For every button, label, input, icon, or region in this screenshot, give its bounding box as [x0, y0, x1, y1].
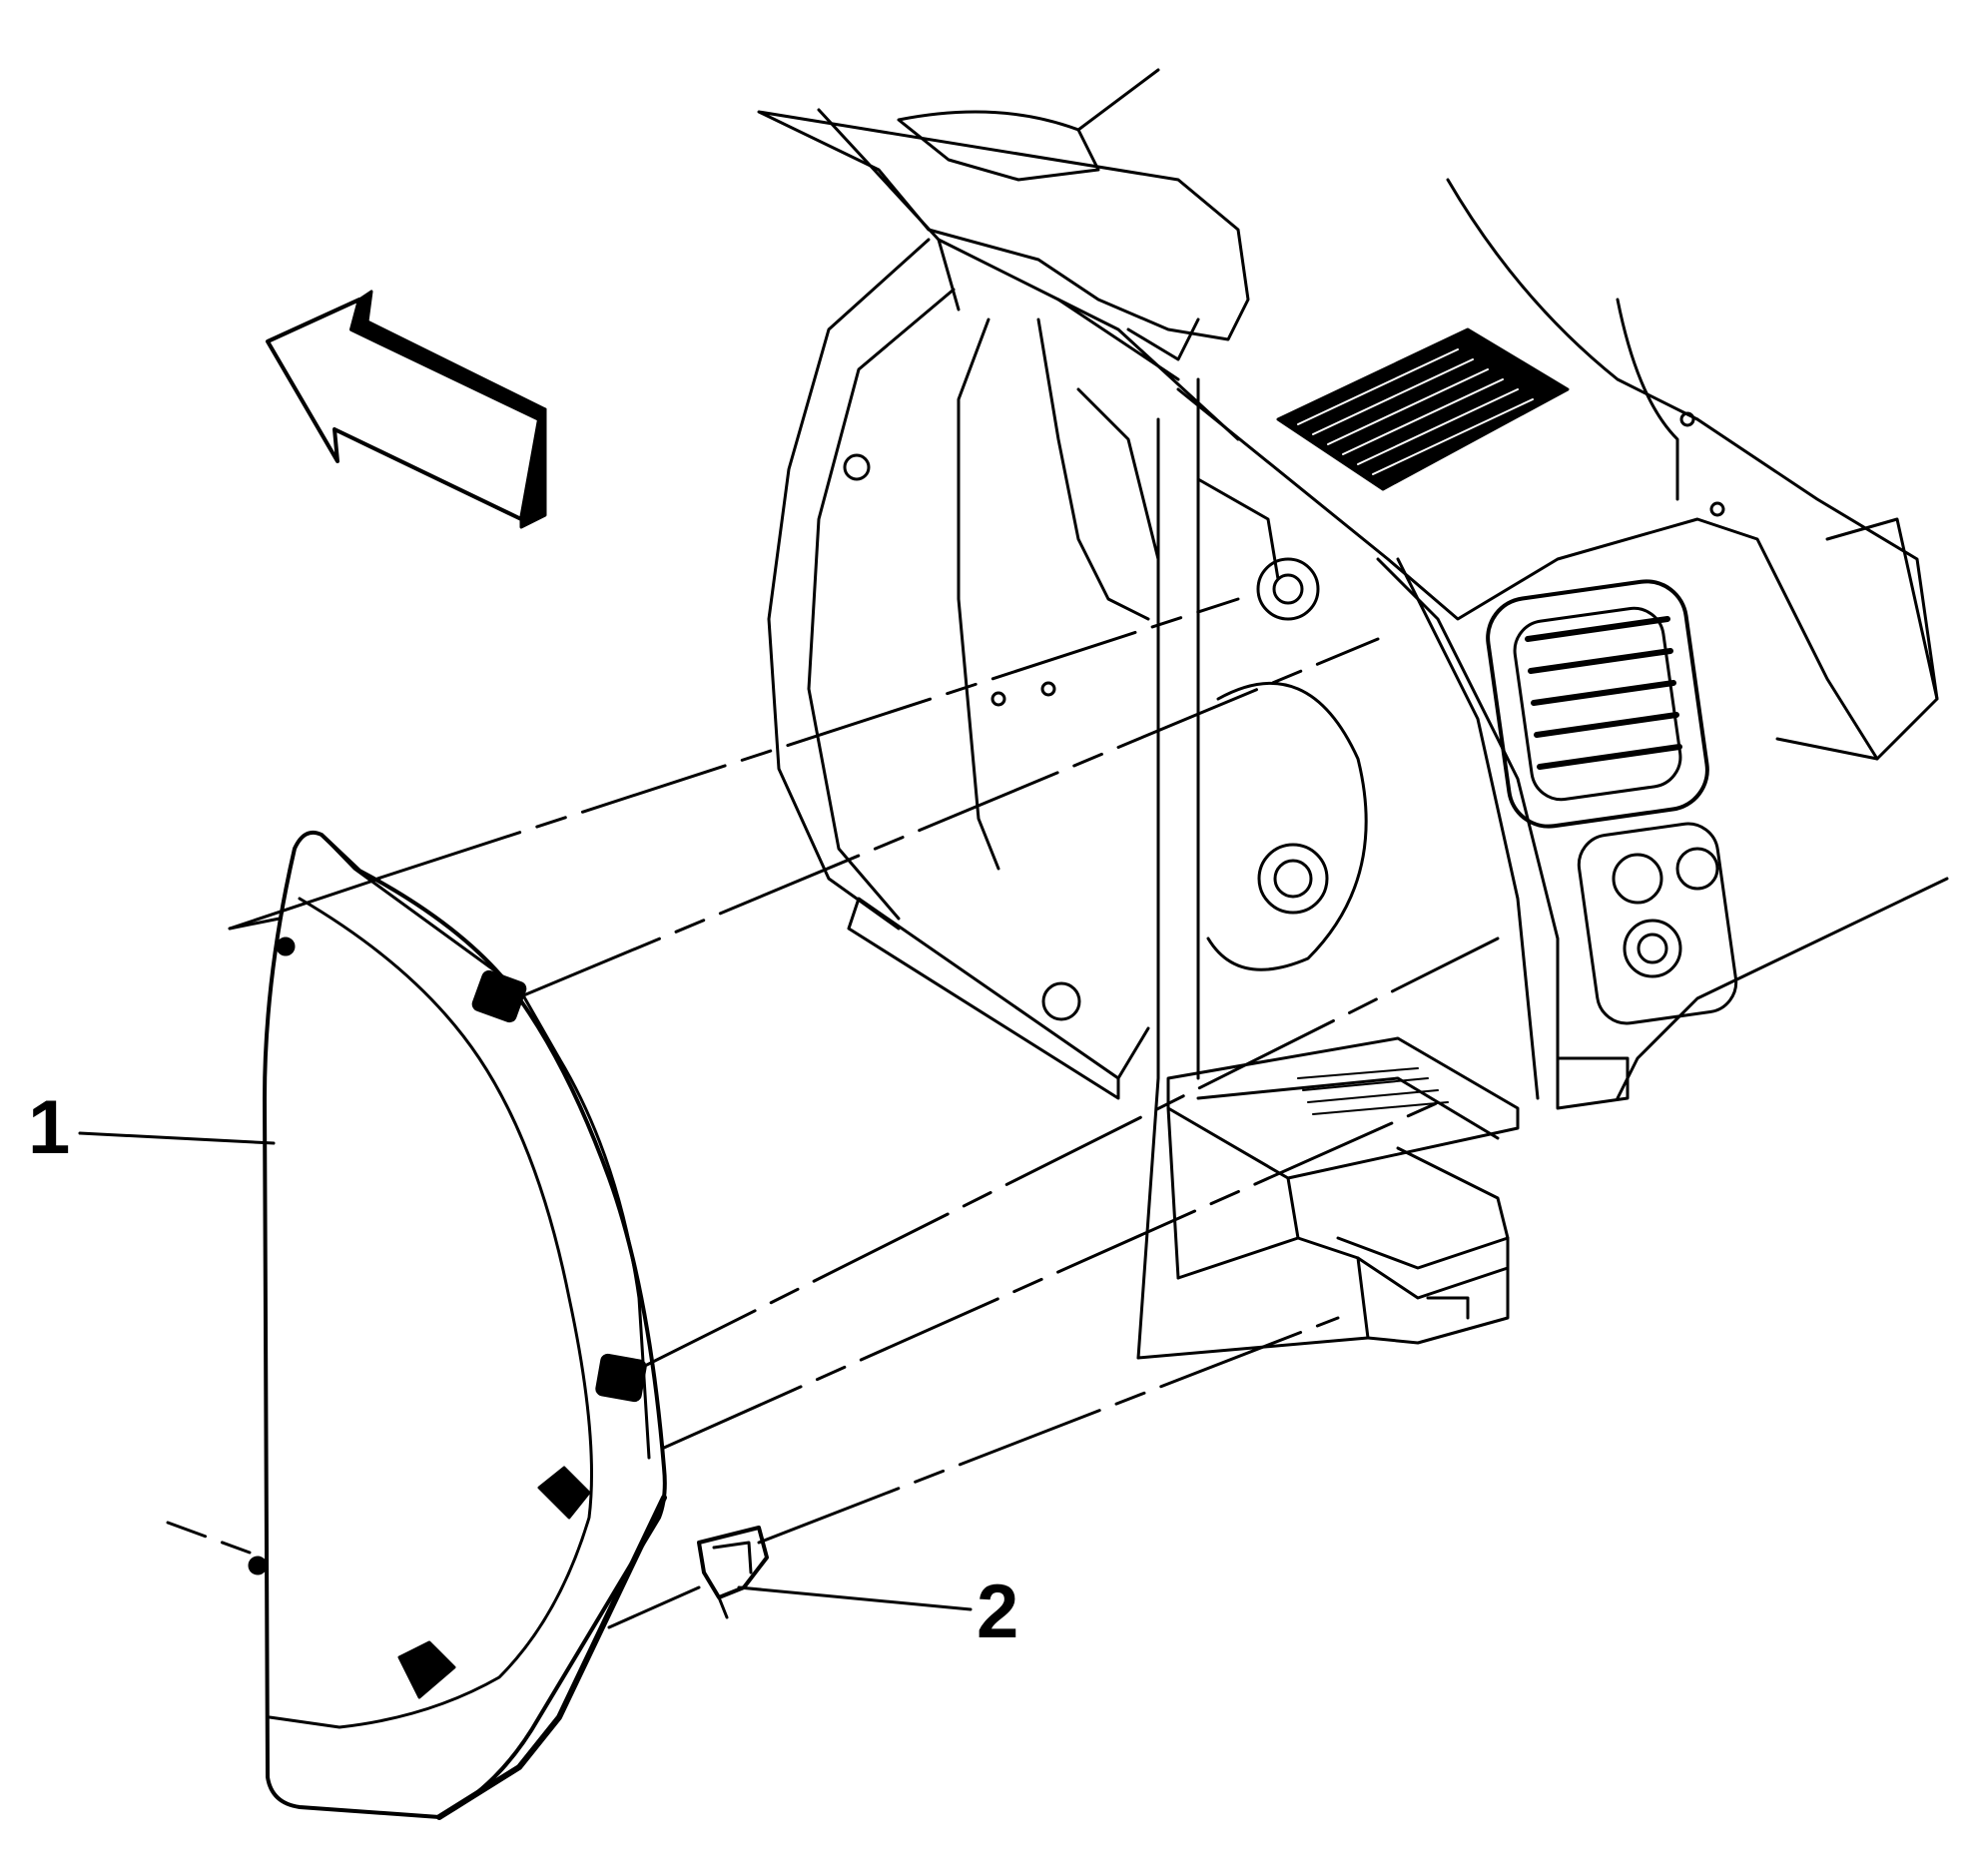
trim-panel	[228, 830, 667, 1820]
air-vent-icon	[1486, 579, 1709, 829]
instrument-panel	[757, 68, 1949, 1360]
alignment-lines	[166, 597, 1500, 1629]
speaker-grille-icon	[1276, 327, 1570, 491]
callout-leaders	[78, 1131, 973, 1611]
callout-2-leader	[737, 1585, 973, 1611]
retainer-clip	[697, 1526, 769, 1619]
callout-label-1: 1	[28, 1085, 71, 1170]
callout-1-leader	[78, 1131, 276, 1145]
front-direction-arrow-icon	[266, 290, 547, 529]
headlamp-switch-icon	[1577, 822, 1738, 1025]
callout-label-2: 2	[977, 1569, 1019, 1654]
